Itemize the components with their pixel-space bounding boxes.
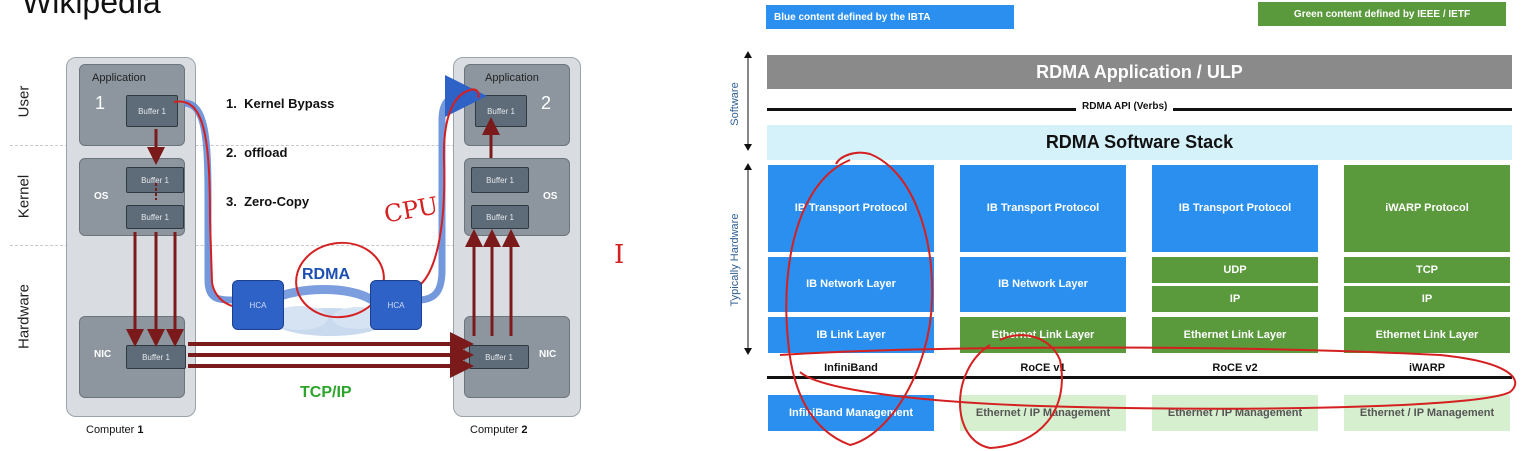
management-box: InfiniBand Management bbox=[768, 395, 934, 431]
transport-protocol-box: IB Transport Protocol bbox=[768, 165, 934, 252]
app-layer: RDMA Application / ULP bbox=[767, 55, 1512, 89]
nic-label: NIC bbox=[94, 349, 112, 360]
software-stack: RDMA Software Stack bbox=[767, 125, 1512, 160]
os-layer: OS Buffer 1 Buffer 1 bbox=[79, 158, 185, 236]
annotation-stroke bbox=[409, 88, 480, 291]
annotation-loop bbox=[779, 346, 1517, 410]
feature-item: 1. Kernel Bypass bbox=[226, 96, 335, 111]
protocol-name: InfiniBand bbox=[824, 362, 878, 374]
management-box: Ethernet / IP Management bbox=[1344, 395, 1510, 431]
nic-layer: NIC Buffer 1 bbox=[464, 316, 570, 398]
computer-1-caption: Computer 1 bbox=[86, 424, 144, 436]
protocol-name: RoCE v2 bbox=[1212, 362, 1258, 374]
tcpip-label: TCP/IP bbox=[300, 384, 352, 401]
feature-item: 3. Zero-Copy bbox=[226, 194, 310, 209]
side-arrows bbox=[744, 51, 752, 355]
ip-layer-box: IP bbox=[1152, 286, 1318, 312]
kernel-buffer-split: Buffer 1 bbox=[126, 205, 184, 229]
application-label: Application bbox=[485, 72, 539, 84]
protocol-name: iWARP bbox=[1408, 362, 1446, 374]
rdma-label: RDMA bbox=[302, 266, 350, 283]
api-label: RDMA API (Verbs) bbox=[1076, 101, 1174, 112]
computer-1: Application 1 Buffer 1 OS Buffer 1 Buffe… bbox=[66, 57, 196, 417]
network-layer-box: IB Network Layer bbox=[960, 257, 1126, 312]
row-divider bbox=[10, 145, 580, 146]
annotation-stroke bbox=[173, 100, 263, 309]
os-layer: OS Buffer 1 Buffer 1 bbox=[464, 158, 570, 236]
os-label: OS bbox=[94, 191, 109, 202]
rdma-pipe bbox=[268, 285, 375, 305]
transport-protocol-box: IB Transport Protocol bbox=[1152, 165, 1318, 252]
handwritten-cursor: I bbox=[614, 240, 625, 270]
computer-2-caption: Computer 2 bbox=[470, 424, 528, 436]
annotation-circle bbox=[959, 334, 1063, 450]
legend-green: Green content defined by IEEE / IETF bbox=[1258, 2, 1506, 26]
protocol-name: RoCE v1 bbox=[1020, 362, 1066, 374]
link-layer-box: Ethernet Link Layer bbox=[1344, 317, 1510, 353]
application-number: 1 bbox=[95, 93, 106, 113]
header-text: Wikipedia bbox=[22, 0, 161, 20]
management-box: Ethernet / IP Management bbox=[1152, 395, 1318, 431]
transport-protocol-box: iWARP Protocol bbox=[1344, 165, 1510, 252]
application-label: Application bbox=[92, 72, 146, 84]
kernel-buffer: Buffer 1 bbox=[471, 167, 529, 193]
kernel-buffer-split: Buffer 1 bbox=[471, 205, 529, 229]
udp-layer-box: UDP bbox=[1152, 257, 1318, 283]
management-box: Ethernet / IP Management bbox=[960, 395, 1126, 431]
legend-blue: Blue content defined by the IBTA bbox=[766, 5, 1014, 29]
rdma-pipe bbox=[417, 75, 487, 304]
tcp-layer-box: TCP bbox=[1344, 257, 1510, 283]
os-label: OS bbox=[543, 191, 558, 202]
feature-item: 2. offload bbox=[226, 145, 288, 160]
annotation-circle bbox=[785, 151, 934, 447]
hca-left: HCA bbox=[232, 280, 284, 330]
hca-right: HCA bbox=[370, 280, 422, 330]
network-layer-box: IB Network Layer bbox=[768, 257, 934, 312]
ip-layer-box: IP bbox=[1344, 286, 1510, 312]
nic-label: NIC bbox=[539, 349, 557, 360]
user-buffer: Buffer 1 bbox=[126, 95, 178, 127]
link-layer-box: IB Link Layer bbox=[768, 317, 934, 353]
nic-buffer: Buffer 1 bbox=[126, 345, 186, 369]
separator-line bbox=[767, 376, 1512, 379]
application-number: 2 bbox=[541, 93, 552, 113]
nic-buffer: Buffer 1 bbox=[469, 345, 529, 369]
right-annotations bbox=[779, 151, 1517, 450]
row-divider bbox=[10, 245, 580, 246]
transport-protocol-box: IB Transport Protocol bbox=[960, 165, 1126, 252]
annotation-circle bbox=[295, 241, 385, 319]
